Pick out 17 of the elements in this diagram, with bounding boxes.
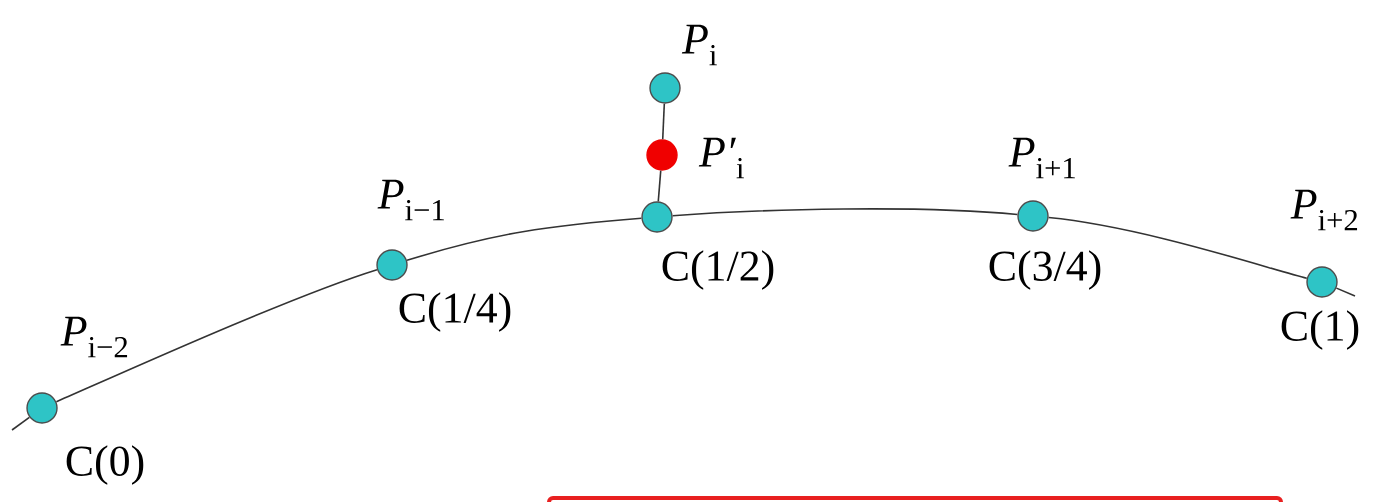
- point-label: P$_{i}$: [681, 24, 717, 66]
- point-label: C(3/4): [989, 250, 1101, 290]
- point-label: C(1/4): [399, 292, 511, 332]
- curve-segment: [661, 102, 666, 141]
- curve-segment: [1047, 216, 1308, 280]
- point-label: P$_{i+2}$: [1290, 189, 1358, 231]
- point-label: P$_{i−1}$: [377, 179, 444, 221]
- point-label: P$_{i+1}$: [1008, 137, 1075, 179]
- curve-segment: [406, 217, 643, 262]
- point-label: P′$_{i}$: [698, 137, 744, 179]
- point-label: P$_{i−2}$: [60, 316, 128, 358]
- point-label: C(1/2): [662, 250, 774, 290]
- point-label: C(0): [66, 445, 144, 485]
- curve-segment: [671, 208, 1019, 217]
- curve-segment: [55, 268, 378, 403]
- point-label: C(1): [1281, 310, 1359, 350]
- curve-segment: [657, 169, 662, 203]
